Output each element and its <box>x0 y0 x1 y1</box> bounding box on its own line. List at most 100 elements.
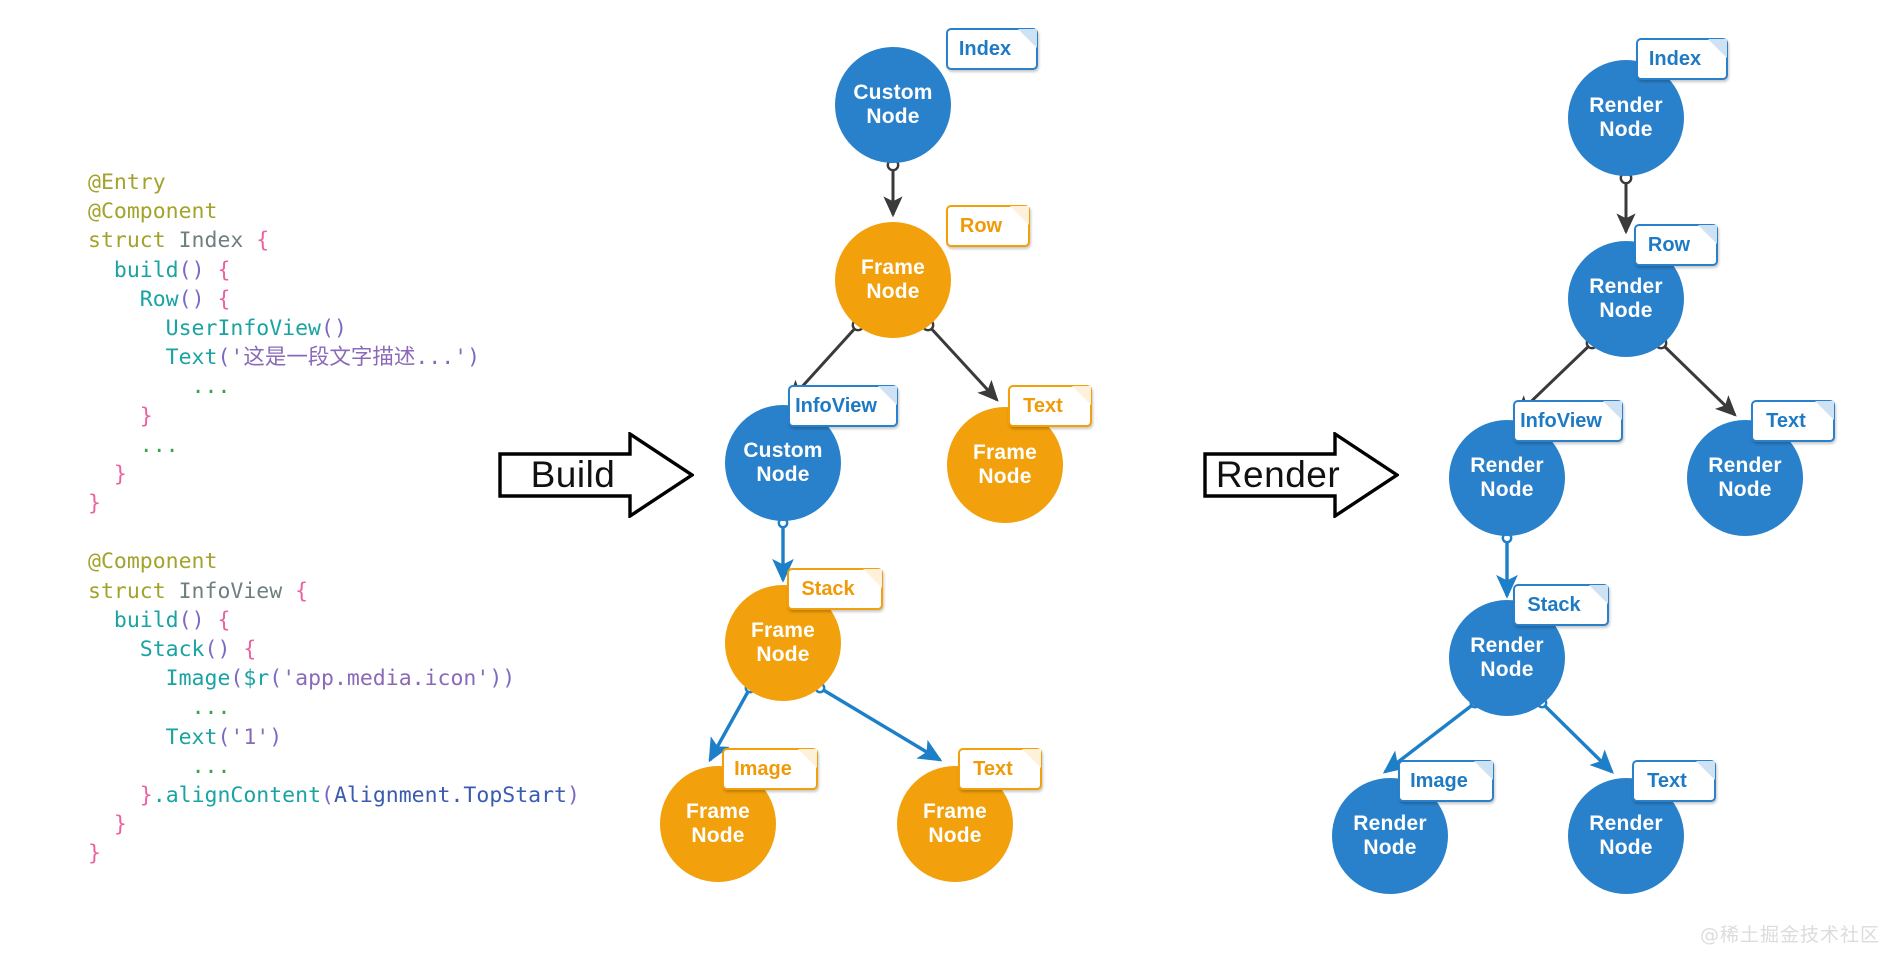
code-token <box>205 608 218 633</box>
code-token <box>88 608 114 633</box>
code-token: '这是一段文字描述...' <box>230 345 468 371</box>
node-tag-label: InfoView <box>1520 409 1602 432</box>
node-tag-label: InfoView <box>795 394 877 417</box>
code-line: Image($r('app.media.icon')) <box>88 664 580 693</box>
code-token: ... <box>191 695 231 721</box>
code-token: . <box>152 783 166 809</box>
node-label-line2: Node <box>1480 478 1534 501</box>
folded-corner-icon <box>1018 29 1037 48</box>
node-label-line2: Node <box>691 824 745 847</box>
code-line: ... <box>88 752 580 781</box>
code-line: } <box>88 839 580 868</box>
code-token: () <box>178 286 205 312</box>
code-line: @Entry <box>88 168 580 197</box>
node-tag[interactable]: Image <box>722 748 818 790</box>
code-token <box>243 228 256 253</box>
folded-corner-icon <box>1010 206 1029 225</box>
code-token: { <box>217 607 231 633</box>
code-line: } <box>88 460 580 489</box>
code-token <box>205 258 218 283</box>
code-token: ( <box>217 724 231 750</box>
code-token <box>88 754 192 779</box>
node-label-line2: Node <box>978 465 1032 488</box>
code-token <box>88 433 140 458</box>
code-token <box>88 783 140 808</box>
node-tag-label: Stack <box>801 577 855 600</box>
node-tag[interactable]: Row <box>946 205 1030 247</box>
node-tag[interactable]: Index <box>946 28 1038 70</box>
code-token: { <box>243 637 257 663</box>
code-token <box>88 666 166 691</box>
code-token <box>88 345 166 370</box>
code-token <box>88 374 192 399</box>
node-tag[interactable]: Image <box>1398 760 1494 802</box>
render-arrow: Render <box>1203 430 1401 520</box>
node-tag-label: Text <box>1766 409 1806 432</box>
folded-corner-icon <box>1603 401 1622 420</box>
node-tag[interactable]: Text <box>1632 760 1716 802</box>
node-tag-label: Index <box>958 37 1012 60</box>
code-token: } <box>139 783 153 809</box>
build-arrow-label: Build <box>530 454 616 495</box>
code-token <box>88 725 166 750</box>
tree-edge <box>819 686 943 762</box>
code-token: Text <box>165 345 218 371</box>
node-tag[interactable]: Stack <box>787 568 883 610</box>
tree-edge <box>926 323 999 402</box>
node-label-line1: Frame <box>860 256 926 279</box>
code-token: () <box>178 257 205 283</box>
code-token: Index <box>178 228 244 254</box>
folded-corner-icon <box>1022 749 1041 768</box>
folded-corner-icon <box>1589 585 1608 604</box>
code-token: ... <box>139 432 179 458</box>
code-token: ) <box>269 724 283 750</box>
node-label-line1: Render <box>1589 275 1663 298</box>
node-tag[interactable]: Row <box>1634 224 1718 266</box>
render-arrow-label: Render <box>1215 454 1341 495</box>
node-label-line2: Node <box>866 105 920 128</box>
folded-corner-icon <box>863 569 882 588</box>
node-tag[interactable]: Text <box>1008 385 1092 427</box>
code-token: } <box>88 491 101 517</box>
node-label-line1: Frame <box>922 800 988 823</box>
code-line: Text('1') <box>88 723 580 752</box>
code-line: UserInfoView() <box>88 314 580 343</box>
node-tag[interactable]: Stack <box>1513 584 1609 626</box>
node-tag[interactable]: InfoView <box>1513 400 1623 442</box>
code-token: InfoView <box>178 578 283 604</box>
code-token: 'app.media.icon' <box>282 666 490 692</box>
node-tag[interactable]: Index <box>1636 38 1728 80</box>
node-label-line1: Render <box>1470 634 1544 657</box>
node-tag[interactable]: Text <box>1751 400 1835 442</box>
node-tag[interactable]: Text <box>958 748 1042 790</box>
code-token: ( <box>217 345 231 371</box>
node-label-line2: Node <box>1599 836 1653 859</box>
code-token <box>88 316 166 341</box>
code-token: @Entry <box>88 170 166 195</box>
node-label-line1: Custom <box>853 81 933 104</box>
node-label-line1: Render <box>1353 812 1427 835</box>
code-token <box>88 462 114 487</box>
node-label-line2: Node <box>1363 836 1417 859</box>
code-token: build <box>113 257 179 283</box>
code-token: Alignment.TopStart <box>333 783 567 809</box>
node-tag-label: Row <box>959 214 1003 237</box>
node-label-line1: Frame <box>685 800 751 823</box>
watermark: @稀土掘金技术社区 <box>1699 924 1880 946</box>
node-tag-label: Stack <box>1527 593 1581 616</box>
code-token: ) <box>467 345 481 371</box>
code-line: } <box>88 810 580 839</box>
node-tag[interactable]: InfoView <box>788 385 898 427</box>
code-token: @Component <box>88 549 218 575</box>
code-token: ... <box>191 753 231 779</box>
code-token: () <box>321 316 347 342</box>
node-label-line1: Render <box>1589 812 1663 835</box>
code-token: ) <box>566 783 580 809</box>
